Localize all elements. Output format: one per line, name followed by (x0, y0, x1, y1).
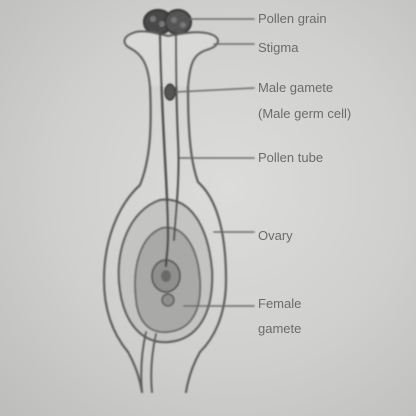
female-gamete-nucleus (161, 270, 171, 282)
female-gamete-label: Female (258, 296, 302, 311)
pollen-grain-label: Pollen grain (258, 11, 327, 26)
ovary-label: Ovary (258, 228, 293, 243)
male-gamete-shape (164, 83, 176, 101)
leader-lines (175, 18, 255, 307)
pollen-tube-label: Pollen tube (258, 150, 324, 165)
male-gamete-label: Male gamete (258, 80, 334, 95)
pollen-tube (158, 28, 170, 268)
male-germ-cell-label: (Male germ cell) (258, 106, 352, 121)
female-gamete-label-line2: gamete (258, 321, 302, 336)
pollen-grains (142, 8, 193, 36)
style-outline (102, 84, 152, 394)
stigma-shape (123, 30, 219, 88)
stigma-label: Stigma (258, 40, 299, 55)
